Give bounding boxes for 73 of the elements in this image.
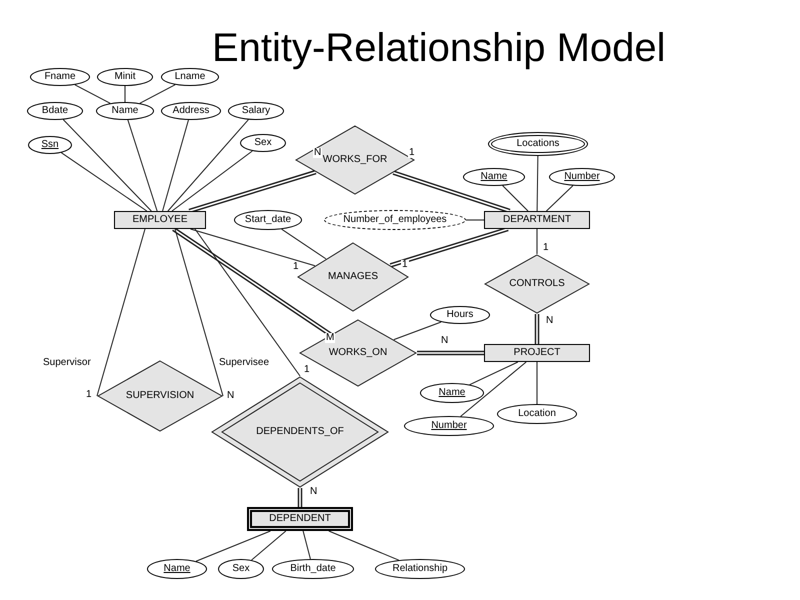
connector-line: [393, 322, 442, 340]
entity-box: EMPLOYEE: [114, 211, 206, 229]
cardinality-label: 1: [408, 148, 416, 158]
connector-line: [196, 530, 271, 562]
role-label: Supervisor: [43, 358, 91, 368]
connector-line: [74, 84, 111, 104]
double-connector-line: [188, 170, 316, 214]
connector-line: [469, 362, 518, 386]
connector-line: [502, 185, 528, 212]
connector-line: [190, 228, 316, 266]
attribute-ellipse: Address: [161, 102, 221, 120]
attribute-ellipse: Name: [96, 102, 154, 120]
double-connector-line: [534, 314, 540, 344]
attribute-ellipse: Salary: [228, 102, 284, 120]
connector-line: [536, 362, 538, 404]
connector-line: [281, 228, 326, 260]
attribute-ellipse: Location: [497, 404, 577, 424]
double-connector-line: [390, 226, 509, 268]
attribute-ellipse: Minit: [97, 68, 153, 86]
attribute-ellipse: Birth_date: [272, 559, 354, 579]
multivalued-attribute-ellipse: Locations: [488, 132, 588, 156]
cardinality-label: 1: [303, 365, 311, 375]
cardinality-label: 1: [292, 262, 300, 272]
key-attribute-ellipse: Number: [549, 168, 615, 186]
attribute-ellipse: Bdate: [27, 102, 83, 120]
connector-line: [328, 530, 400, 561]
cardinality-label: N: [226, 391, 236, 401]
connector-line: [172, 150, 253, 212]
connector-line: [139, 84, 176, 104]
connector-line: [194, 228, 300, 376]
attribute-ellipse: Sex: [218, 559, 264, 579]
attribute-ellipse: Hours: [430, 306, 490, 324]
cardinality-label: M: [325, 333, 336, 343]
attribute-ellipse: Start_date: [234, 210, 302, 230]
derived-attribute-ellipse: Number_of_employees: [324, 210, 466, 230]
connector-line: [62, 119, 152, 212]
connector-line: [162, 119, 189, 212]
attribute-ellipse: Sex: [240, 134, 286, 152]
cardinality-label: N: [545, 316, 554, 326]
connector-line: [174, 228, 224, 396]
connector-line: [460, 362, 527, 417]
double-connector-line: [298, 488, 302, 507]
double-connector-line: [417, 350, 484, 356]
key-attribute-ellipse: Name: [463, 168, 525, 186]
connector-line: [127, 119, 158, 212]
key-attribute-ellipse: Number: [404, 416, 494, 436]
double-connector-line: [392, 170, 510, 214]
connector-line: [124, 86, 126, 102]
cardinality-label: N: [440, 336, 450, 346]
attribute-ellipse: Fname: [30, 68, 90, 86]
key-attribute-ellipse: Name: [147, 559, 207, 579]
attribute-ellipse: Relationship: [375, 559, 465, 579]
cardinality-label: N: [313, 148, 322, 158]
entity-box: DEPARTMENT: [484, 211, 590, 229]
connector-line: [546, 185, 574, 212]
connector-line: [60, 152, 148, 212]
cardinality-label: N: [309, 487, 318, 497]
cardinality-label: 1: [401, 260, 409, 270]
connector-line: [251, 530, 286, 561]
entity-box: PROJECT: [484, 344, 590, 362]
relationship-diamond: CONTROLS: [484, 254, 590, 314]
key-attribute-ellipse: Ssn: [28, 136, 72, 154]
cardinality-label: 1: [542, 243, 550, 253]
attribute-ellipse: Lname: [161, 68, 219, 86]
cardinality-label: 1: [85, 390, 93, 400]
key-attribute-ellipse: Name: [420, 383, 484, 403]
connector-line: [96, 228, 146, 396]
connector-line: [302, 530, 311, 560]
title: Entity-Relationship Model: [212, 28, 666, 68]
connector-line: [536, 228, 538, 254]
connector-line: [167, 119, 249, 212]
weak-entity-box: DEPENDENT: [247, 507, 353, 531]
connector-line: [536, 156, 538, 212]
